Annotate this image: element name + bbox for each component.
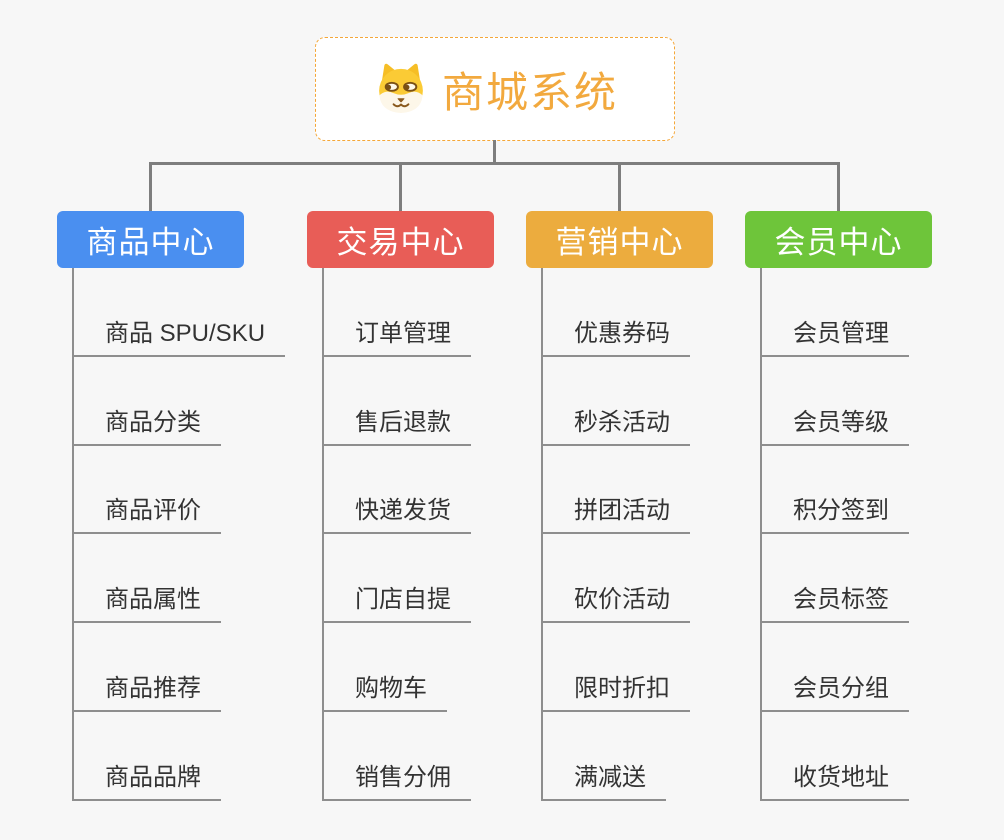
sub-item-label: 订单管理 [322,319,471,357]
sub-item-after-sale-refund[interactable]: 售后退款 [322,408,471,446]
sub-item-store-pickup[interactable]: 门店自提 [322,585,471,624]
sub-item-shopping-cart[interactable]: 购物车 [322,674,447,712]
sub-item-label: 满减送 [541,763,666,801]
sub-item-points-checkin[interactable]: 积分签到 [760,496,909,535]
sub-item-label: 会员分组 [760,674,909,712]
connector-drop [837,162,840,212]
sub-item-label: 优惠券码 [541,319,690,357]
branch-column-marketing: 营销中心 优惠券码 秒杀活动 拼团活动 砍价活动 限时折扣 满减送 [526,0,776,840]
sub-item-label: 秒杀活动 [541,408,690,446]
sub-item-label: 商品分类 [72,408,221,446]
sub-item-group-buy[interactable]: 拼团活动 [541,496,690,535]
sub-item-product-brand[interactable]: 商品品牌 [72,763,221,801]
sub-item-product-recommend[interactable]: 商品推荐 [72,674,221,712]
connector-drop [618,162,621,212]
sub-item-bargain-activity[interactable]: 砍价活动 [541,585,690,624]
sub-item-label: 商品 SPU/SKU [72,319,286,357]
root-title: 商城系统 [441,68,618,116]
sub-item-coupon-code[interactable]: 优惠券码 [541,319,690,357]
branch-header-member[interactable]: 会员中心 [745,211,932,268]
sub-item-label: 拼团活动 [541,496,690,535]
sub-item-label: 商品推荐 [72,674,221,712]
sub-item-label: 积分签到 [760,496,909,535]
branch-header-trade[interactable]: 交易中心 [307,211,494,268]
sub-item-flash-sale[interactable]: 秒杀活动 [541,408,690,446]
sub-item-label: 收货地址 [760,763,909,801]
sub-item-label: 商品品牌 [72,763,221,801]
sub-item-label: 会员等级 [760,408,909,446]
sub-item-product-spu-sku[interactable]: 商品 SPU/SKU [72,319,286,357]
connector-bus [150,162,840,165]
sub-item-member-management[interactable]: 会员管理 [760,319,909,357]
sub-item-label: 销售分佣 [322,763,471,801]
sub-item-member-level[interactable]: 会员等级 [760,408,909,446]
branch-column-product: 商品中心 商品 SPU/SKU 商品分类 商品评价 商品属性 商品推荐 商品品牌 [57,0,307,840]
sub-item-member-group[interactable]: 会员分组 [760,674,909,712]
branch-column-trade: 交易中心 订单管理 售后退款 快递发货 门店自提 购物车 销售分佣 [307,0,557,840]
branch-header-marketing[interactable]: 营销中心 [526,211,713,268]
sub-item-product-review[interactable]: 商品评价 [72,496,221,535]
root-node[interactable]: 商城系统 [315,37,675,141]
branch-column-member: 会员中心 会员管理 会员等级 积分签到 会员标签 会员分组 收货地址 [745,0,995,840]
connector-drop [399,162,402,212]
sub-item-label: 商品评价 [72,496,221,535]
sub-item-sales-commission[interactable]: 销售分佣 [322,763,471,801]
sub-item-label: 售后退款 [322,408,471,446]
sub-item-express-delivery[interactable]: 快递发货 [322,496,471,535]
sub-item-shipping-address[interactable]: 收货地址 [760,763,909,801]
sub-item-spend-save[interactable]: 满减送 [541,763,666,801]
sub-item-member-tag[interactable]: 会员标签 [760,585,909,624]
sub-item-product-attribute[interactable]: 商品属性 [72,585,221,624]
sub-item-label: 砍价活动 [541,585,690,624]
sub-item-label: 限时折扣 [541,674,690,712]
sub-item-limited-time-discount[interactable]: 限时折扣 [541,674,690,712]
sub-item-product-category[interactable]: 商品分类 [72,408,221,446]
dog-face-icon [372,61,430,117]
sub-item-label: 商品属性 [72,585,221,624]
branch-header-product[interactable]: 商品中心 [57,211,244,268]
sub-item-order-management[interactable]: 订单管理 [322,319,471,357]
connector-drop [149,162,152,212]
sub-item-label: 快递发货 [322,496,471,535]
sub-item-label: 会员管理 [760,319,909,357]
sub-item-label: 购物车 [322,674,447,712]
sub-item-label: 会员标签 [760,585,909,624]
sub-item-label: 门店自提 [322,585,471,624]
connector-stem [493,140,496,164]
